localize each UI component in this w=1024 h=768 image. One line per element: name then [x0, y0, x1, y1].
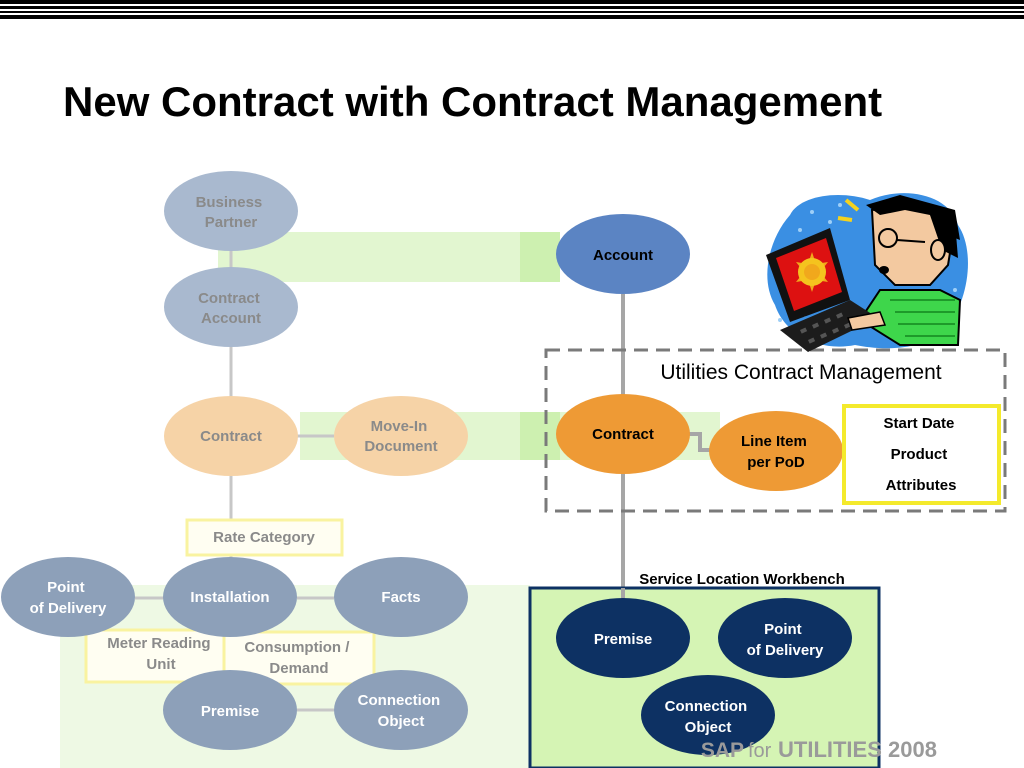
- node-business-partner: Business Partner: [164, 171, 298, 251]
- footer-logo: SAP for UTILITIES 2008: [701, 737, 937, 762]
- svg-text:Contract Account: Contract Account: [198, 290, 264, 327]
- slide-title: New Contract with Contract Management: [63, 78, 883, 125]
- node-premise-left: Premise: [163, 670, 297, 750]
- node-point-of-delivery-right: Point of Delivery: [718, 598, 852, 678]
- node-connection-object-left: Connection Object: [334, 670, 468, 750]
- svg-text:Point of Delivery: Point of Delivery: [30, 579, 107, 617]
- node-premise-right: Premise: [556, 598, 690, 678]
- svg-text:Meter Reading Unit: Meter Reading Unit: [107, 635, 215, 673]
- svg-text:Premise: Premise: [201, 703, 259, 720]
- box-rate-category: Rate Category: [185, 518, 344, 557]
- svg-text:Business Partner: Business Partner: [196, 194, 267, 231]
- node-account: Account: [556, 214, 690, 294]
- slw-label: Service Location Workbench: [639, 571, 845, 588]
- band-account-link-dark: [520, 232, 560, 282]
- band-contract-link-dark: [520, 412, 560, 460]
- node-contract-account: Contract Account: [164, 267, 298, 347]
- svg-text:Rate Category: Rate Category: [213, 529, 315, 546]
- svg-text:for: for: [748, 740, 772, 762]
- svg-text:Facts: Facts: [381, 589, 420, 606]
- ucm-label: Utilities Contract Management: [660, 361, 941, 384]
- svg-text:Contract: Contract: [592, 426, 654, 443]
- ucm-frame: [544, 348, 1007, 513]
- node-installation: Installation: [163, 557, 297, 637]
- node-move-in-document: Move-In Document: [334, 396, 468, 476]
- node-contract-right: Contract: [556, 394, 690, 474]
- svg-text:SAP: SAP: [701, 739, 744, 762]
- person-at-computer-illustration: [766, 193, 968, 352]
- header-stripes: [0, 0, 1024, 19]
- node-connection-object-right: Connection Object: [641, 675, 775, 755]
- node-contract-left: Contract: [164, 396, 298, 476]
- svg-text:Line Item per PoD: Line Item per PoD: [741, 433, 811, 471]
- node-point-of-delivery-left: Point of Delivery: [1, 557, 135, 637]
- svg-text:UTILITIES 2008: UTILITIES 2008: [778, 737, 937, 762]
- svg-text:Point of Delivery: Point of Delivery: [747, 621, 824, 659]
- box-contract-attributes: Start Date Product Attributes: [842, 404, 1001, 505]
- svg-text:Installation: Installation: [190, 589, 269, 606]
- svg-text:Consumption / Demand: Consumption / Demand: [244, 639, 353, 677]
- svg-text:Account: Account: [593, 247, 653, 264]
- svg-text:Contract: Contract: [200, 428, 262, 445]
- svg-text:Connection Object: Connection Object: [665, 698, 752, 736]
- svg-text:Premise: Premise: [594, 631, 652, 648]
- node-facts: Facts: [334, 557, 468, 637]
- svg-text:Move-In Document: Move-In Document: [364, 418, 437, 455]
- node-line-item-per-pod: Line Item per PoD: [709, 411, 843, 491]
- svg-text:Start Date Product: Start Date Product Attributes: [883, 415, 958, 494]
- svg-text:Connection Object: Connection Object: [358, 692, 445, 730]
